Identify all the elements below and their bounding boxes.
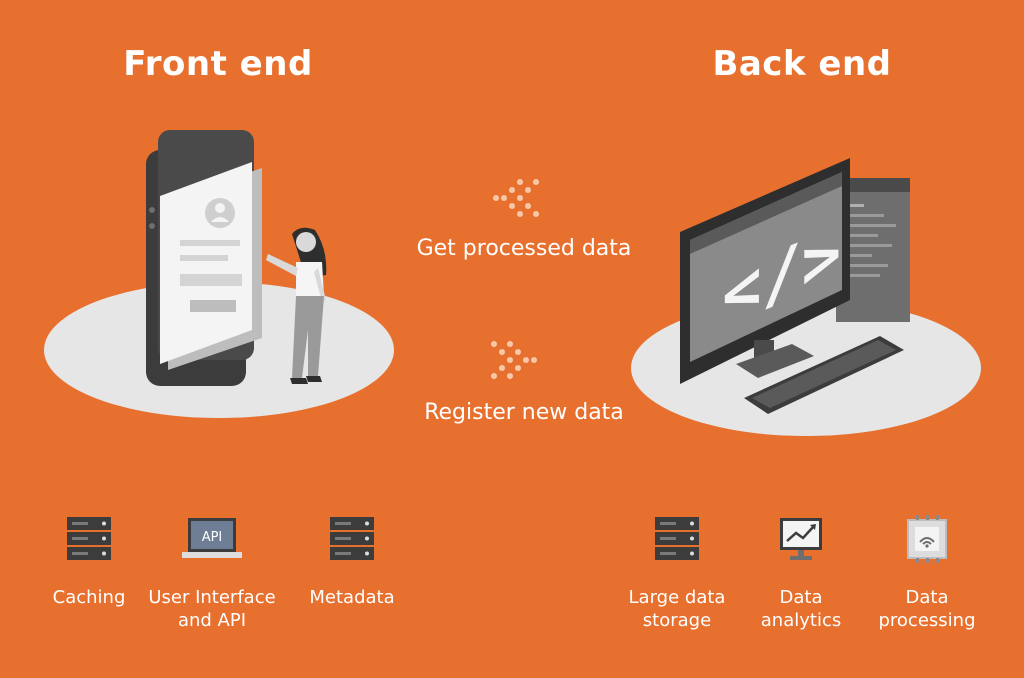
cpu-chip-icon	[907, 515, 947, 563]
server-rack-icon	[330, 517, 374, 560]
server-rack-icon	[655, 517, 699, 560]
api-icon-text: API	[202, 530, 223, 545]
feature-label-metadata: Metadata	[309, 587, 395, 608]
api-laptop-icon: API	[182, 518, 242, 558]
feature-caching: Caching	[14, 514, 164, 609]
profile-card	[160, 162, 262, 370]
feature-ui-api: API User Interface and API	[137, 514, 287, 632]
feature-label-caching: Caching	[52, 587, 126, 608]
feature-label-data-processing: Data processing	[878, 587, 976, 631]
woman-figure	[266, 227, 327, 384]
feature-label-large-data-storage: Large data storage	[628, 587, 726, 631]
feature-metadata: Metadata	[277, 514, 427, 609]
analytics-monitor-icon	[780, 518, 822, 560]
server-rack-icon	[67, 517, 111, 560]
feature-label-data-analytics: Data analytics	[760, 587, 842, 631]
feature-label-ui-api: User Interface and API	[148, 587, 276, 631]
keyboard	[744, 336, 904, 414]
flow-label-get: Get processed data	[416, 236, 632, 261]
feature-large-data-storage: Large data storage	[601, 514, 753, 632]
feature-data-processing: Data processing	[852, 514, 1002, 632]
frontend-title: Front end	[123, 44, 313, 84]
desktop-monitor	[680, 158, 850, 384]
backend-title: Back end	[712, 44, 892, 84]
double-chevron-right-icon	[491, 341, 537, 379]
flow-label-register: Register new data	[424, 400, 624, 425]
feature-data-analytics: Data analytics	[726, 514, 876, 632]
double-chevron-left-icon	[493, 179, 539, 217]
